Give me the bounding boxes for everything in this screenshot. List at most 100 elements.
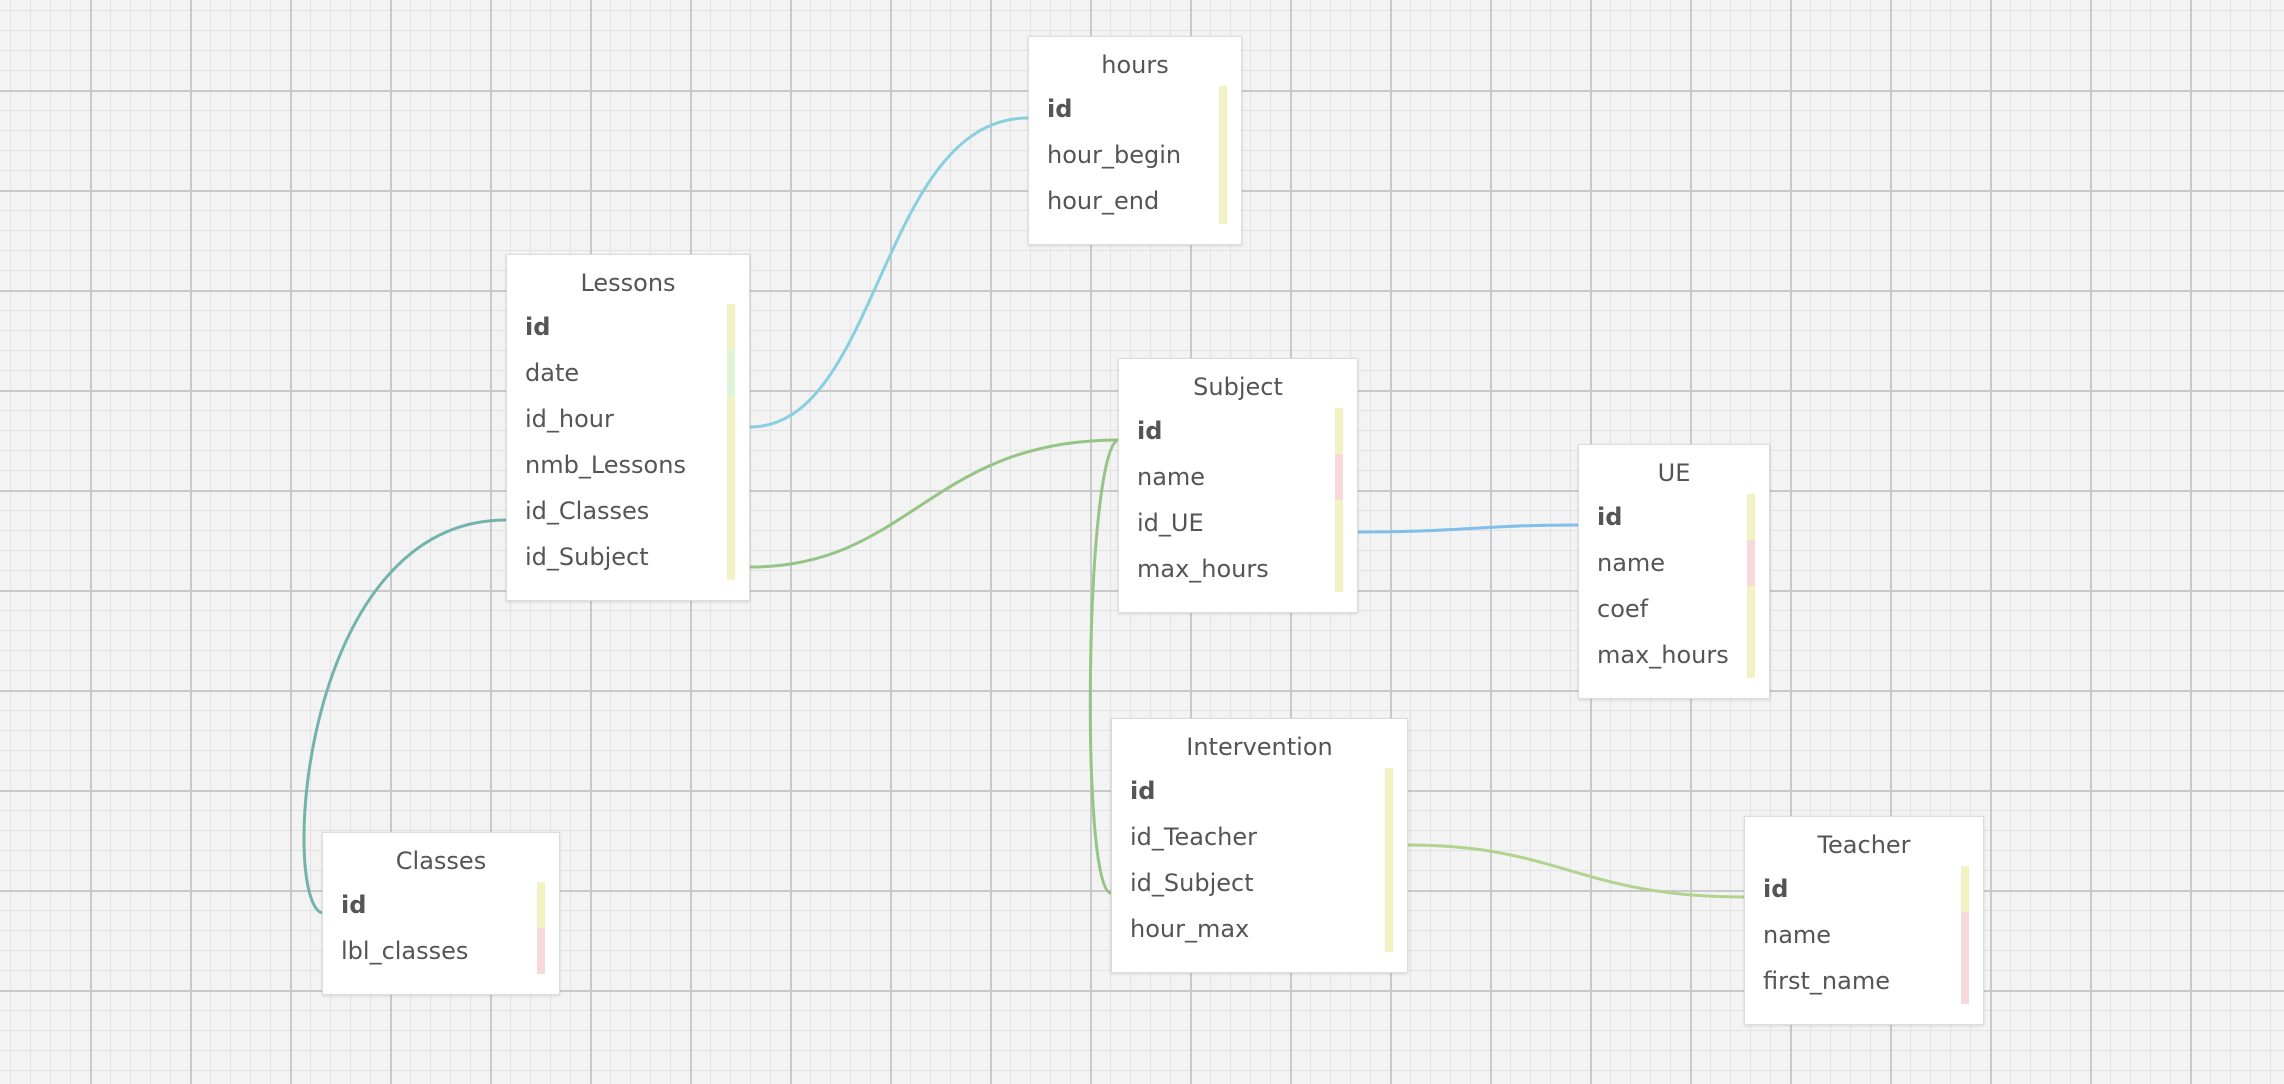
field-label: max_hours [1137,555,1269,583]
field-type-marker [727,350,735,396]
field-label: hour_max [1130,915,1250,943]
field-label: hour_begin [1047,141,1182,169]
field-intervention-id_teacher[interactable]: id_Teacher [1112,814,1407,860]
table-classes[interactable]: Classes id lbl_classes [322,832,560,995]
field-classes-lbl_classes[interactable]: lbl_classes [323,928,559,974]
field-type-marker [1385,814,1393,860]
field-ue-name[interactable]: name [1579,540,1769,586]
field-lessons-id_hour[interactable]: id_hour [507,396,749,442]
field-ue-id[interactable]: id [1579,494,1769,540]
table-title: Teacher [1817,831,1911,859]
table-ue[interactable]: UE id name coef max_hours [1578,444,1770,699]
field-type-marker [727,396,735,442]
field-subject-name[interactable]: name [1119,454,1357,500]
field-type-marker [1961,912,1969,958]
field-type-marker [727,442,735,488]
field-type-marker [1335,408,1343,454]
field-lessons-id_subject[interactable]: id_Subject [507,534,749,580]
field-label: id_UE [1137,509,1204,537]
field-ue-max_hours[interactable]: max_hours [1579,632,1769,678]
field-type-marker [1961,866,1969,912]
field-type-marker [1385,860,1393,906]
link-subject-ue[interactable] [1357,523,1579,534]
field-label: id_Subject [1130,869,1254,897]
field-lessons-date[interactable]: date [507,350,749,396]
field-label: id [341,891,367,919]
field-label: id_Subject [525,543,649,571]
field-type-marker [1385,906,1393,952]
field-label: name [1597,549,1666,577]
field-teacher-id[interactable]: id [1745,866,1983,912]
field-list: id name id_UE max_hours [1119,408,1357,592]
field-type-marker [727,304,735,350]
field-hours-id[interactable]: id [1029,86,1241,132]
field-label: id [1597,503,1623,531]
field-label: max_hours [1597,641,1729,669]
field-type-marker [1747,494,1755,540]
table-teacher[interactable]: Teacher id name first_name [1744,816,1984,1025]
table-lessons[interactable]: Lessons id date id_hour nmb_Lessons id_Class… [506,254,750,601]
field-type-marker [1219,132,1227,178]
table-title: hours [1101,51,1169,79]
field-subject-id_ue[interactable]: id_UE [1119,500,1357,546]
field-list: id lbl_classes [323,882,559,974]
field-list: id name first_name [1745,866,1983,1004]
field-list: id name coef max_hours [1579,494,1769,678]
field-label: id [1763,875,1789,903]
table-subject[interactable]: Subject id name id_UE max_hours [1118,358,1358,613]
field-intervention-id_subject[interactable]: id_Subject [1112,860,1407,906]
field-label: id [1130,777,1156,805]
table-title: Intervention [1186,733,1333,761]
field-label: id [525,313,551,341]
field-label: first_name [1763,967,1890,995]
link-lessons-hours[interactable] [749,116,1029,429]
field-subject-id[interactable]: id [1119,408,1357,454]
field-type-marker [727,488,735,534]
table-title: Lessons [580,269,676,297]
field-label: nmb_Lessons [525,451,686,479]
field-label: lbl_classes [341,937,469,965]
field-type-marker [1219,178,1227,224]
field-label: name [1763,921,1832,949]
table-hours[interactable]: hours id hour_begin hour_end [1028,36,1242,245]
field-classes-id[interactable]: id [323,882,559,928]
field-lessons-id[interactable]: id [507,304,749,350]
field-type-marker [537,882,545,928]
field-intervention-id[interactable]: id [1112,768,1407,814]
table-intervention[interactable]: Intervention id id_Teacher id_Subject hour_… [1111,718,1408,973]
field-type-marker [1961,958,1969,1004]
field-type-marker [1747,632,1755,678]
field-intervention-hour_max[interactable]: hour_max [1112,906,1407,952]
field-type-marker [1747,586,1755,632]
table-title: Subject [1193,373,1283,401]
field-lessons-nmb_lessons[interactable]: nmb_Lessons [507,442,749,488]
field-type-marker [1385,768,1393,814]
field-hours-hour_begin[interactable]: hour_begin [1029,132,1241,178]
field-label: id [1137,417,1163,445]
field-type-marker [727,534,735,580]
field-list: id id_Teacher id_Subject hour_max [1112,768,1407,952]
field-type-marker [1219,86,1227,132]
field-hours-hour_end[interactable]: hour_end [1029,178,1241,224]
table-title: UE [1657,459,1691,487]
field-label: id [1047,95,1073,123]
field-type-marker [1335,454,1343,500]
table-title: Classes [395,847,487,875]
link-lessons-subject[interactable] [749,438,1119,569]
field-type-marker [1747,540,1755,586]
field-lessons-id_classes[interactable]: id_Classes [507,488,749,534]
field-type-marker [1335,546,1343,592]
link-intervention-teacher[interactable] [1407,843,1745,899]
field-subject-max_hours[interactable]: max_hours [1119,546,1357,592]
field-label: id_Teacher [1130,823,1257,851]
field-list: id date id_hour nmb_Lessons id_Classes id_Sub… [507,304,749,580]
field-label: hour_end [1047,187,1160,215]
field-teacher-first_name[interactable]: first_name [1745,958,1983,1004]
field-ue-coef[interactable]: coef [1579,586,1769,632]
field-type-marker [537,928,545,974]
field-teacher-name[interactable]: name [1745,912,1983,958]
field-label: date [525,359,580,387]
field-list: id hour_begin hour_end [1029,86,1241,224]
field-type-marker [1335,500,1343,546]
